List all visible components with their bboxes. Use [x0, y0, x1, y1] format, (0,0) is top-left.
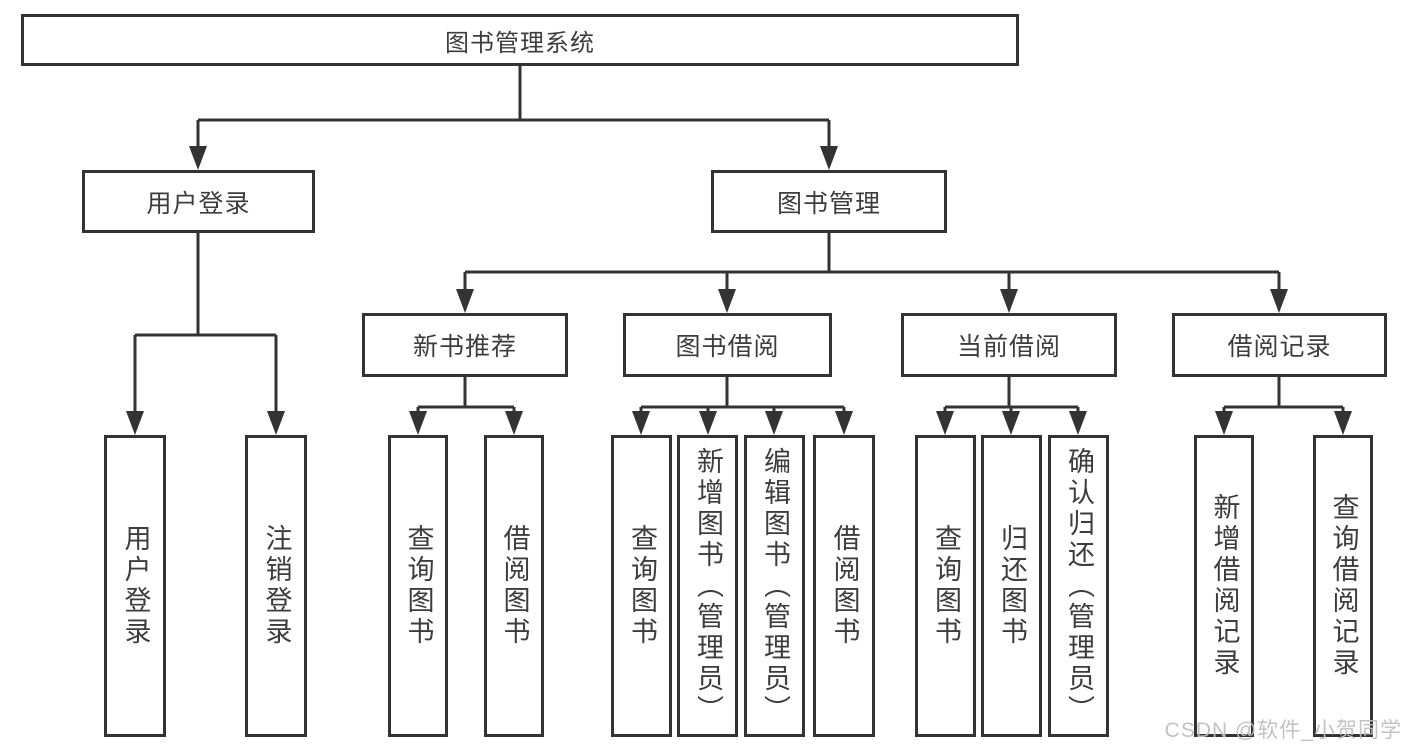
- leaf-query-books-current: 查询图书: [915, 435, 976, 737]
- leaf-borrow-books-recommend: 借阅图书: [484, 435, 544, 737]
- node-root-system: 图书管理系统: [21, 14, 1019, 66]
- leaf-add-borrow-record: 新增借阅记录: [1194, 435, 1254, 737]
- leaf-borrow-books-borrowing: 借阅图书: [813, 435, 875, 737]
- node-book-management: 图书管理: [711, 170, 947, 233]
- leaf-add-book-admin: 新增图书（管理员）: [677, 435, 738, 737]
- connector-elbows: [133, 66, 1345, 415]
- node-user-login: 用户登录: [82, 170, 315, 233]
- leaf-query-books-recommend: 查询图书: [388, 435, 448, 737]
- leaf-user-login: 用户登录: [104, 435, 166, 737]
- leaf-query-books-borrowing: 查询图书: [611, 435, 672, 737]
- leaf-return-books: 归还图书: [981, 435, 1042, 737]
- leaf-query-borrow-record: 查询借阅记录: [1313, 435, 1373, 737]
- node-book-borrowing: 图书借阅: [623, 313, 832, 377]
- arrowheads: [126, 146, 1352, 435]
- node-borrowing-records: 借阅记录: [1172, 313, 1387, 377]
- csdn-watermark: CSDN @软件_小贺同学: [1164, 719, 1402, 742]
- leaf-logout: 注销登录: [245, 435, 307, 737]
- node-new-book-recommend: 新书推荐: [362, 313, 568, 377]
- node-current-borrowing: 当前借阅: [901, 313, 1117, 377]
- leaf-confirm-return-admin: 确认归还（管理员）: [1048, 435, 1109, 737]
- leaf-edit-book-admin: 编辑图书（管理员）: [744, 435, 805, 737]
